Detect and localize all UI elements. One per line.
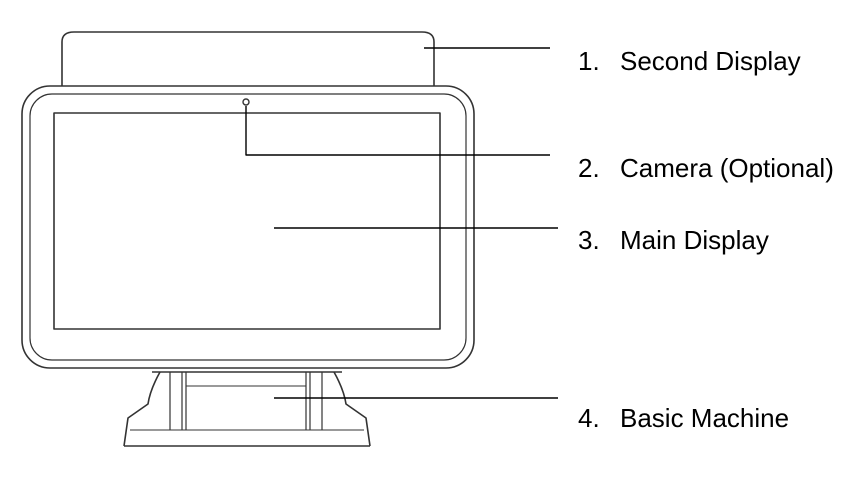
basic-machine	[123, 371, 371, 447]
callout-label-main-display: Main Display	[620, 225, 769, 255]
main-display	[21, 85, 475, 369]
leader-line-camera	[245, 106, 550, 156]
second-display	[61, 31, 435, 86]
callout-number-3: 3.	[578, 225, 600, 255]
callout-number-2: 2.	[578, 153, 600, 183]
callout-label-second-display: Second Display	[620, 46, 801, 76]
callout-label-camera: Camera (Optional)	[620, 153, 834, 183]
callout-number-4: 4.	[578, 403, 600, 433]
callout-label-basic-machine: Basic Machine	[620, 403, 790, 433]
callout-number-1: 1.	[578, 46, 600, 76]
camera-icon	[242, 98, 250, 106]
